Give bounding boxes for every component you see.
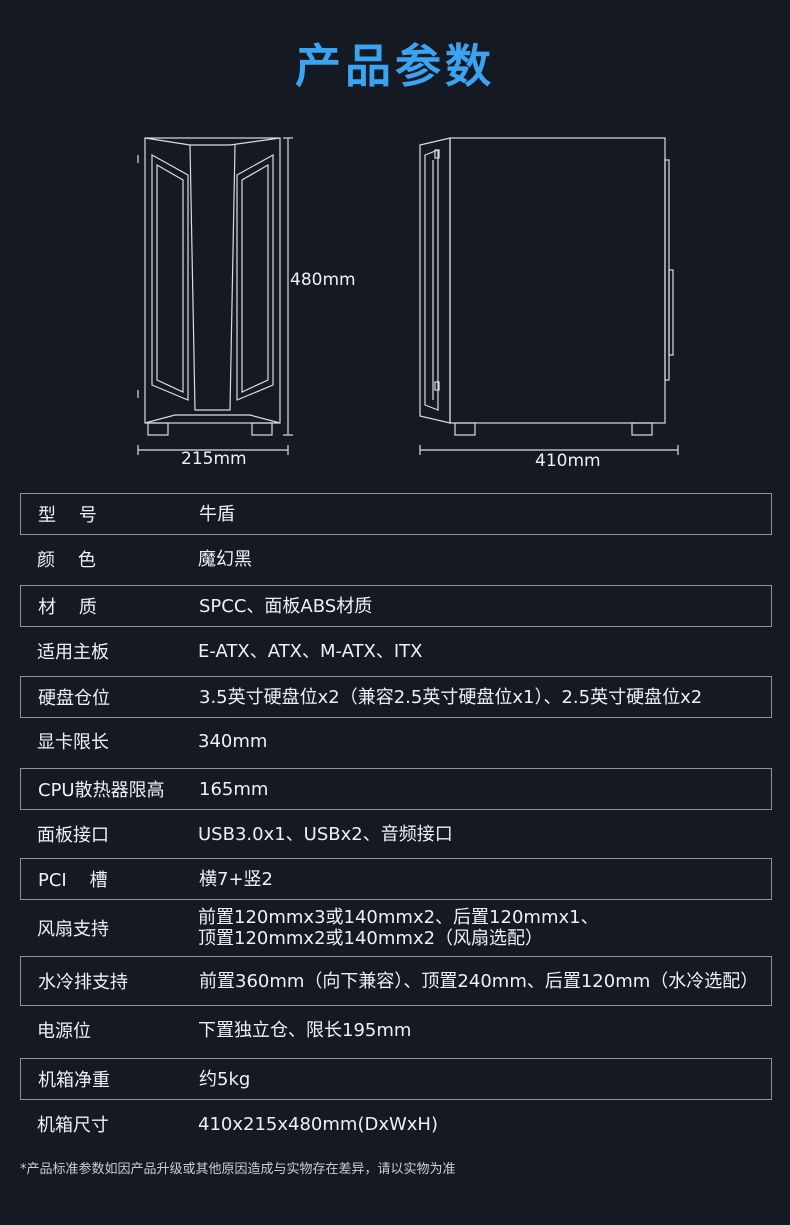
spec-value: 前置360mm（向下兼容）、顶置240mm、后置120mm（水冷选配） xyxy=(199,970,759,992)
spec-value-line-2: 顶置120mmx2或140mmx2（风扇选配） xyxy=(198,928,544,949)
spec-value: E-ATX、ATX、M-ATX、ITX xyxy=(198,640,423,662)
spec-value: 3.5英寸硬盘位x2（兼容2.5英寸硬盘位x1）、2.5英寸硬盘位x2 xyxy=(199,686,703,708)
spec-row-model: 型 号 牛盾 xyxy=(20,493,772,535)
spec-value: 魔幻黑 xyxy=(198,548,252,570)
spec-label: 材 质 xyxy=(38,597,97,618)
spec-row-liquid-cooling: 水冷排支持 前置360mm（向下兼容）、顶置240mm、后置120mm（水冷选配… xyxy=(20,956,772,1006)
spec-row-gpu-length: 显卡限长 340mm xyxy=(20,720,772,762)
page-title: 产品参数 xyxy=(295,39,495,93)
spec-row-pci-slots: PCI 槽 横7+竖2 xyxy=(20,858,772,900)
spec-row-psu: 电源位 下置独立仓、限长195mm xyxy=(20,1009,772,1051)
spec-row-color: 颜 色 魔幻黑 xyxy=(20,538,772,580)
spec-row-motherboard: 适用主板 E-ATX、ATX、M-ATX、ITX xyxy=(20,630,772,672)
spec-row-io-panel: 面板接口 USB3.0x1、USBx2、音频接口 xyxy=(20,813,772,855)
front-view-outline xyxy=(137,137,281,436)
spec-label: CPU散热器限高 xyxy=(38,780,165,801)
spec-label: 机箱净重 xyxy=(38,1070,110,1091)
width-dimension-line xyxy=(137,445,289,455)
spec-row-drive-bays: 硬盘仓位 3.5英寸硬盘位x2（兼容2.5英寸硬盘位x1）、2.5英寸硬盘位x2 xyxy=(20,676,772,718)
spec-row-material: 材 质 SPCC、面板ABS材质 xyxy=(20,585,772,627)
spec-value: 340mm xyxy=(198,730,268,752)
spec-row-cpu-cooler: CPU散热器限高 165mm xyxy=(20,768,772,810)
spec-value: 下置独立仓、限长195mm xyxy=(198,1019,412,1041)
spec-label: 面板接口 xyxy=(37,825,109,846)
spec-row-weight: 机箱净重 约5kg xyxy=(20,1058,772,1100)
footnote: *产品标准参数如因产品升级或其他原因造成与实物存在差异，请以实物为准 xyxy=(20,1162,456,1177)
depth-dimension-line xyxy=(419,445,679,455)
depth-label: 410mm xyxy=(535,451,601,471)
height-dimension-line xyxy=(283,137,293,436)
spec-row-dimensions: 机箱尺寸 410x215x480mm(DxWxH) xyxy=(20,1103,772,1145)
spec-label: 风扇支持 xyxy=(37,919,109,940)
spec-value: USB3.0x1、USBx2、音频接口 xyxy=(198,823,453,845)
spec-value: 横7+竖2 xyxy=(199,868,273,890)
spec-label: 适用主板 xyxy=(37,642,109,663)
spec-row-fans: 风扇支持 前置120mmx3或140mmx2、后置120mmx1、 顶置120m… xyxy=(20,903,772,953)
spec-value: 410x215x480mm(DxWxH) xyxy=(198,1113,438,1135)
spec-value-line-1: 前置120mmx3或140mmx2、后置120mmx1、 xyxy=(198,907,599,928)
spec-value: 牛盾 xyxy=(199,503,235,525)
side-view-outline xyxy=(419,137,674,436)
case-dimension-diagram: 480mm 215mm 410mm xyxy=(0,120,790,480)
spec-label: 机箱尺寸 xyxy=(37,1115,109,1136)
spec-label: 硬盘仓位 xyxy=(38,688,110,709)
spec-value: SPCC、面板ABS材质 xyxy=(199,595,373,617)
width-label: 215mm xyxy=(181,449,247,469)
spec-value: 165mm xyxy=(199,778,269,800)
height-label: 480mm xyxy=(290,270,356,290)
spec-label: 水冷排支持 xyxy=(38,972,128,993)
spec-label: 型 号 xyxy=(38,505,97,526)
spec-label: 电源位 xyxy=(37,1021,91,1042)
spec-value: 约5kg xyxy=(199,1068,251,1090)
case-drawing xyxy=(137,137,679,455)
spec-label: PCI 槽 xyxy=(38,870,108,891)
spec-label: 显卡限长 xyxy=(37,732,109,753)
spec-value-multiline: 前置120mmx3或140mmx2、后置120mmx1、 顶置120mmx2或1… xyxy=(180,907,772,949)
spec-label: 颜 色 xyxy=(37,550,96,571)
